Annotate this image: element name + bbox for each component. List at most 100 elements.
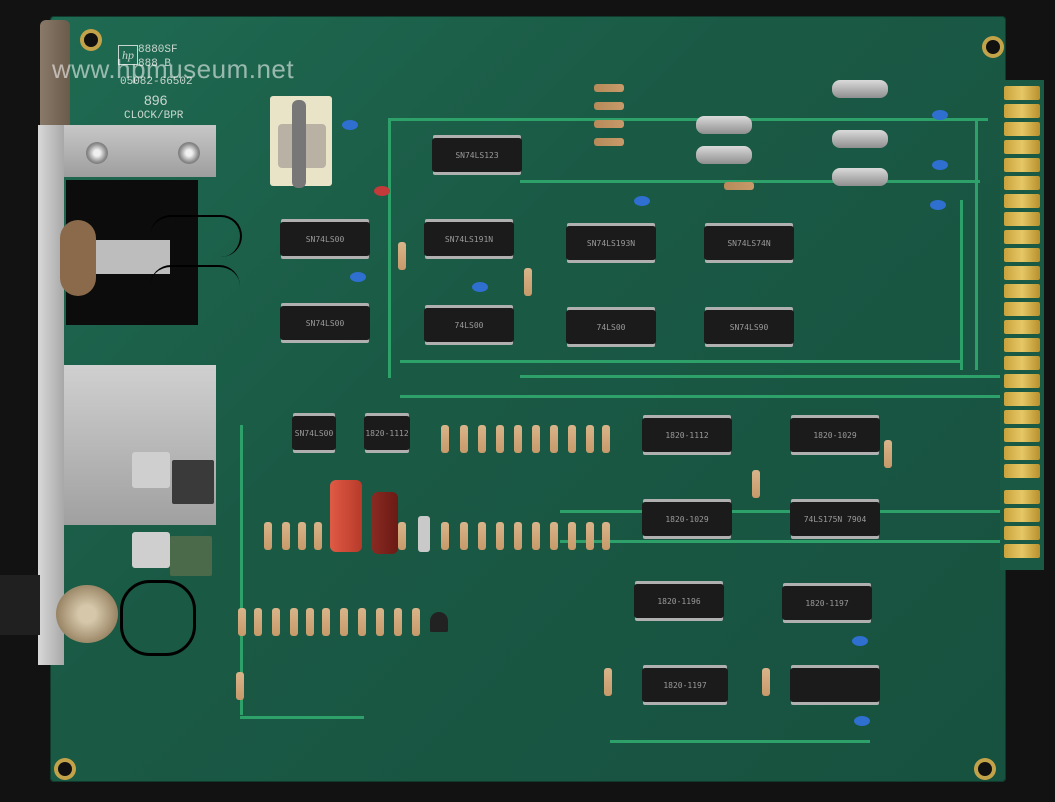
trace xyxy=(610,740,870,743)
ceramic-capacitor xyxy=(932,110,948,120)
wire xyxy=(150,265,240,307)
resistor xyxy=(604,668,612,696)
resistor xyxy=(398,242,406,270)
ic-chip xyxy=(790,668,880,702)
resistor xyxy=(724,182,754,190)
voltage-regulator xyxy=(172,460,214,504)
resistor xyxy=(602,522,610,550)
resistor xyxy=(514,522,522,550)
resistor xyxy=(290,608,298,636)
ic-chip: 1820-1029 xyxy=(790,418,880,452)
metal-capacitor xyxy=(832,168,888,186)
resistor xyxy=(314,522,322,550)
board-label: CLOCK/BPR xyxy=(124,110,184,122)
trace xyxy=(960,200,963,370)
trace xyxy=(400,360,960,363)
ceramic-capacitor xyxy=(374,186,390,196)
ceramic-capacitor xyxy=(852,636,868,646)
resistor xyxy=(441,425,449,453)
electrolytic-capacitor xyxy=(372,492,398,554)
resistor xyxy=(236,672,244,700)
resistor xyxy=(602,425,610,453)
resistor xyxy=(884,440,892,468)
ic-chip: 1820-1112 xyxy=(642,418,732,452)
resistor xyxy=(306,608,314,636)
trace xyxy=(560,510,1000,513)
ic-chip: SN74LS90 xyxy=(704,310,794,344)
trace xyxy=(388,118,391,378)
part-line-1: 8880SF xyxy=(138,44,178,56)
trace xyxy=(560,540,1000,543)
ic-chip: 1820-1197 xyxy=(782,586,872,620)
screw-icon xyxy=(86,142,108,164)
resistor xyxy=(594,84,624,92)
resistor xyxy=(282,522,290,550)
ceramic-capacitor xyxy=(350,272,366,282)
metal-capacitor xyxy=(696,116,752,134)
resistor xyxy=(532,425,540,453)
ic-chip: SN74LS193N xyxy=(566,226,656,260)
metal-capacitor xyxy=(832,80,888,98)
part-line-2: 888 B xyxy=(138,58,172,70)
resistor xyxy=(594,138,624,146)
resistor xyxy=(238,608,246,636)
resistor xyxy=(550,425,558,453)
resistor xyxy=(524,268,532,296)
dark-knob xyxy=(0,575,40,635)
resistor xyxy=(418,516,430,552)
ceramic-capacitor xyxy=(634,196,650,206)
resistor xyxy=(586,522,594,550)
trace xyxy=(388,118,988,121)
resistor xyxy=(460,425,468,453)
trace xyxy=(240,716,364,719)
resistor xyxy=(322,608,330,636)
resistor xyxy=(398,522,406,550)
resistor xyxy=(254,608,262,636)
ic-chip: 1820-1029 xyxy=(642,502,732,536)
potentiometer xyxy=(132,532,170,568)
resistor xyxy=(358,608,366,636)
resistor xyxy=(496,425,504,453)
screw-icon xyxy=(178,142,200,164)
ic-chip: 1820-1112 xyxy=(364,416,410,450)
wire xyxy=(120,580,196,656)
trace xyxy=(400,395,1000,398)
resistor xyxy=(478,425,486,453)
ic-chip: SN74LS123 xyxy=(432,138,522,172)
resistor xyxy=(441,522,449,550)
part-number: 05082-66502 xyxy=(120,76,193,88)
hp-logo-icon: hp xyxy=(118,45,138,65)
resistor xyxy=(532,522,540,550)
resistor xyxy=(394,608,402,636)
trace xyxy=(240,425,243,715)
ic-chip: SN74LS00 xyxy=(292,416,336,450)
resistor xyxy=(568,522,576,550)
resistor xyxy=(340,608,348,636)
trace xyxy=(520,375,1020,378)
metal-capacitor xyxy=(832,130,888,148)
resistor xyxy=(460,522,468,550)
ic-chip: SN74LS191N xyxy=(424,222,514,256)
resistor xyxy=(264,522,272,550)
mounting-hole xyxy=(986,40,1000,54)
trimmer-knob xyxy=(56,585,118,643)
electrolytic-capacitor xyxy=(330,480,362,552)
trace xyxy=(520,180,980,183)
ic-chip: SN74LS00 xyxy=(280,222,370,256)
resistor xyxy=(752,470,760,498)
ic-chip: SN74LS00 xyxy=(280,306,370,340)
voltage-regulator xyxy=(170,536,212,576)
extractor-hook xyxy=(40,20,70,126)
resistor xyxy=(376,608,384,636)
resistor xyxy=(514,425,522,453)
crystal-clip xyxy=(292,100,306,188)
mounting-hole xyxy=(58,762,72,776)
resistor xyxy=(762,668,770,696)
mounting-hole xyxy=(978,762,992,776)
resistor xyxy=(568,425,576,453)
resistor xyxy=(272,608,280,636)
transistor xyxy=(430,612,448,632)
ceramic-capacitor xyxy=(472,282,488,292)
ic-chip: 1820-1196 xyxy=(634,584,724,618)
ic-chip: 1820-1197 xyxy=(642,668,728,702)
